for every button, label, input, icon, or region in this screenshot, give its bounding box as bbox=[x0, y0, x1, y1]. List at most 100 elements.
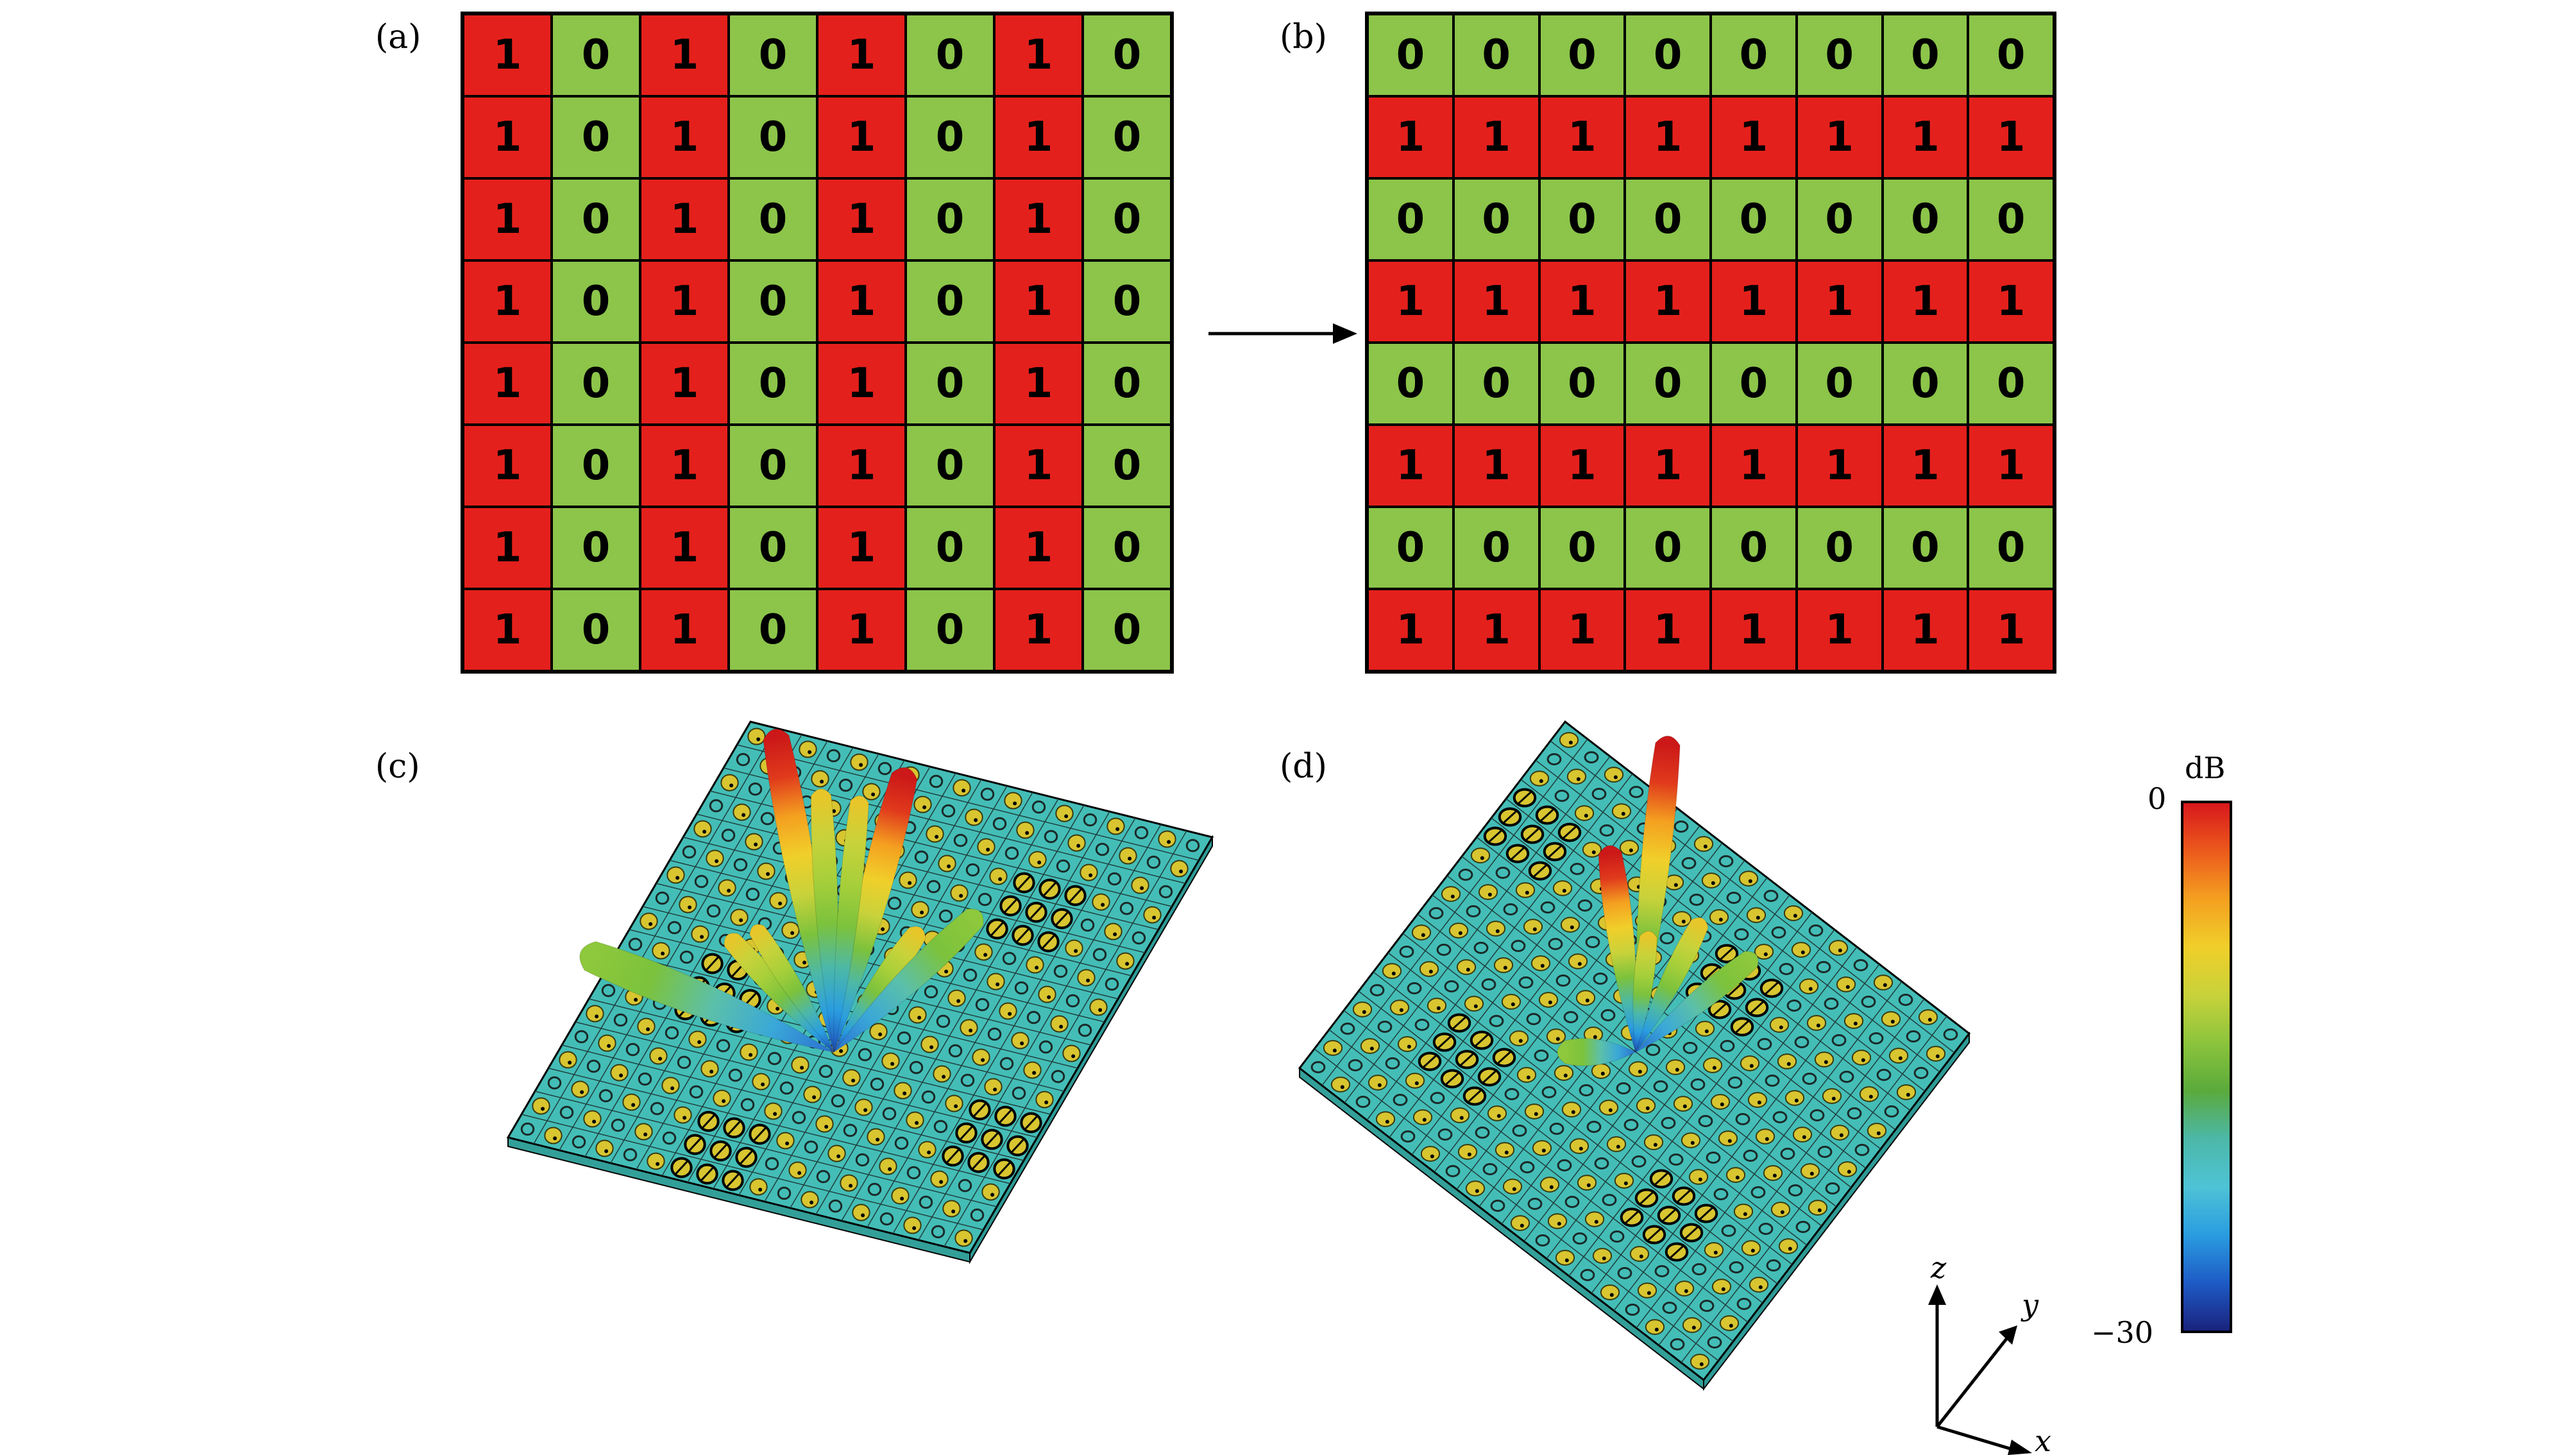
grid-cell: 0 bbox=[729, 589, 817, 671]
grid-cell: 0 bbox=[1968, 343, 2054, 425]
panel-label-a: (a) bbox=[375, 18, 421, 56]
grid-cell: 1 bbox=[1796, 589, 1883, 671]
grid-cell: 1 bbox=[1796, 425, 1883, 507]
grid-cell: 1 bbox=[1882, 589, 1969, 671]
grid-cell: 1 bbox=[1539, 260, 1625, 343]
grid-cell: 0 bbox=[1453, 343, 1539, 425]
grid-cell: 0 bbox=[1882, 178, 1969, 260]
grid-cell: 1 bbox=[463, 14, 552, 96]
grid-cell: 0 bbox=[1539, 14, 1625, 96]
grid-cell: 0 bbox=[906, 425, 994, 507]
grid-cell: 0 bbox=[1368, 178, 1453, 260]
grid-cell: 1 bbox=[1968, 260, 2054, 343]
grid-cell: 1 bbox=[1882, 425, 1969, 507]
grid-cell: 0 bbox=[552, 14, 640, 96]
grid-cell: 0 bbox=[906, 589, 994, 671]
grid-cell: 1 bbox=[640, 343, 729, 425]
grid-cell: 1 bbox=[463, 589, 552, 671]
grid-cell: 0 bbox=[1368, 343, 1453, 425]
grid-cell: 0 bbox=[1968, 178, 2054, 260]
grid-cell: 0 bbox=[1882, 343, 1969, 425]
grid-cell: 0 bbox=[729, 96, 817, 178]
grid-cell: 0 bbox=[1625, 14, 1711, 96]
grid-cell: 0 bbox=[906, 14, 994, 96]
grid-cell: 1 bbox=[1625, 425, 1711, 507]
grid-cell: 1 bbox=[1453, 96, 1539, 178]
grid-cell: 1 bbox=[994, 425, 1083, 507]
grid-cell: 1 bbox=[640, 507, 729, 589]
panel-label-c: (c) bbox=[375, 747, 420, 786]
grid-cell: 1 bbox=[1453, 260, 1539, 343]
panel-label-d: (d) bbox=[1280, 747, 1327, 786]
grid-cell: 1 bbox=[1882, 260, 1969, 343]
grid-cell: 1 bbox=[817, 343, 906, 425]
grid-cell: 1 bbox=[994, 96, 1083, 178]
grid-cell: 0 bbox=[729, 507, 817, 589]
axis-label-z: z bbox=[1930, 1251, 1947, 1285]
grid-cell: 0 bbox=[1539, 343, 1625, 425]
grid-cell: 1 bbox=[640, 425, 729, 507]
grid-cell: 0 bbox=[1083, 14, 1171, 96]
grid-cell: 0 bbox=[906, 260, 994, 343]
grid-cell: 1 bbox=[817, 507, 906, 589]
panel-label-b: (b) bbox=[1280, 18, 1327, 56]
grid-cell: 1 bbox=[640, 178, 729, 260]
grid-cell: 1 bbox=[463, 343, 552, 425]
grid-cell: 1 bbox=[640, 589, 729, 671]
grid-cell: 1 bbox=[994, 507, 1083, 589]
grid-cell: 0 bbox=[1882, 14, 1969, 96]
grid-cell: 1 bbox=[1711, 260, 1797, 343]
grid-cell: 0 bbox=[729, 260, 817, 343]
grid-cell: 1 bbox=[640, 260, 729, 343]
grid-cell: 1 bbox=[1968, 96, 2054, 178]
grid-cell: 0 bbox=[1625, 178, 1711, 260]
grid-cell: 1 bbox=[817, 178, 906, 260]
grid-cell: 0 bbox=[1796, 178, 1883, 260]
grid-cell: 0 bbox=[552, 343, 640, 425]
grid-cell: 1 bbox=[1711, 589, 1797, 671]
grid-cell: 0 bbox=[1083, 178, 1171, 260]
grid-cell: 0 bbox=[1453, 507, 1539, 589]
grid-cell: 0 bbox=[1711, 507, 1797, 589]
grid-cell: 0 bbox=[552, 260, 640, 343]
grid-cell: 0 bbox=[552, 178, 640, 260]
transform-arrow-icon bbox=[1208, 323, 1357, 344]
grid-cell: 0 bbox=[729, 343, 817, 425]
grid-cell: 1 bbox=[1968, 425, 2054, 507]
grid-cell: 1 bbox=[463, 507, 552, 589]
grid-cell: 1 bbox=[817, 589, 906, 671]
grid-cell: 1 bbox=[1539, 425, 1625, 507]
axis-label-x: x bbox=[2035, 1424, 2051, 1455]
coordinate-axes: z y x bbox=[1928, 1251, 2051, 1455]
grid-cell: 1 bbox=[640, 96, 729, 178]
metasurface-pattern-d bbox=[1298, 720, 1971, 1391]
grid-cell: 1 bbox=[994, 589, 1083, 671]
grid-cell: 1 bbox=[1368, 96, 1453, 178]
grid-cell: 1 bbox=[1796, 96, 1883, 178]
grid-cell: 1 bbox=[463, 425, 552, 507]
grid-cell: 1 bbox=[994, 260, 1083, 343]
grid-cell: 0 bbox=[906, 507, 994, 589]
grid-cell: 1 bbox=[817, 425, 906, 507]
grid-cell: 0 bbox=[552, 507, 640, 589]
grid-cell: 0 bbox=[1083, 260, 1171, 343]
grid-cell: 1 bbox=[1968, 589, 2054, 671]
grid-cell: 1 bbox=[817, 14, 906, 96]
grid-cell: 0 bbox=[1083, 507, 1171, 589]
grid-cell: 1 bbox=[1368, 260, 1453, 343]
grid-cell: 1 bbox=[1711, 96, 1797, 178]
grid-cell: 0 bbox=[1711, 178, 1797, 260]
grid-cell: 0 bbox=[1968, 507, 2054, 589]
grid-cell: 1 bbox=[817, 260, 906, 343]
grid-cell: 0 bbox=[1711, 343, 1797, 425]
grid-cell: 1 bbox=[994, 343, 1083, 425]
grid-cell: 0 bbox=[1368, 14, 1453, 96]
metasurface-pattern-c bbox=[506, 720, 1214, 1264]
grid-cell: 0 bbox=[1796, 14, 1883, 96]
grid-cell: 0 bbox=[1796, 343, 1883, 425]
grid-cell: 1 bbox=[463, 260, 552, 343]
grid-cell: 0 bbox=[552, 425, 640, 507]
grid-cell: 0 bbox=[906, 96, 994, 178]
